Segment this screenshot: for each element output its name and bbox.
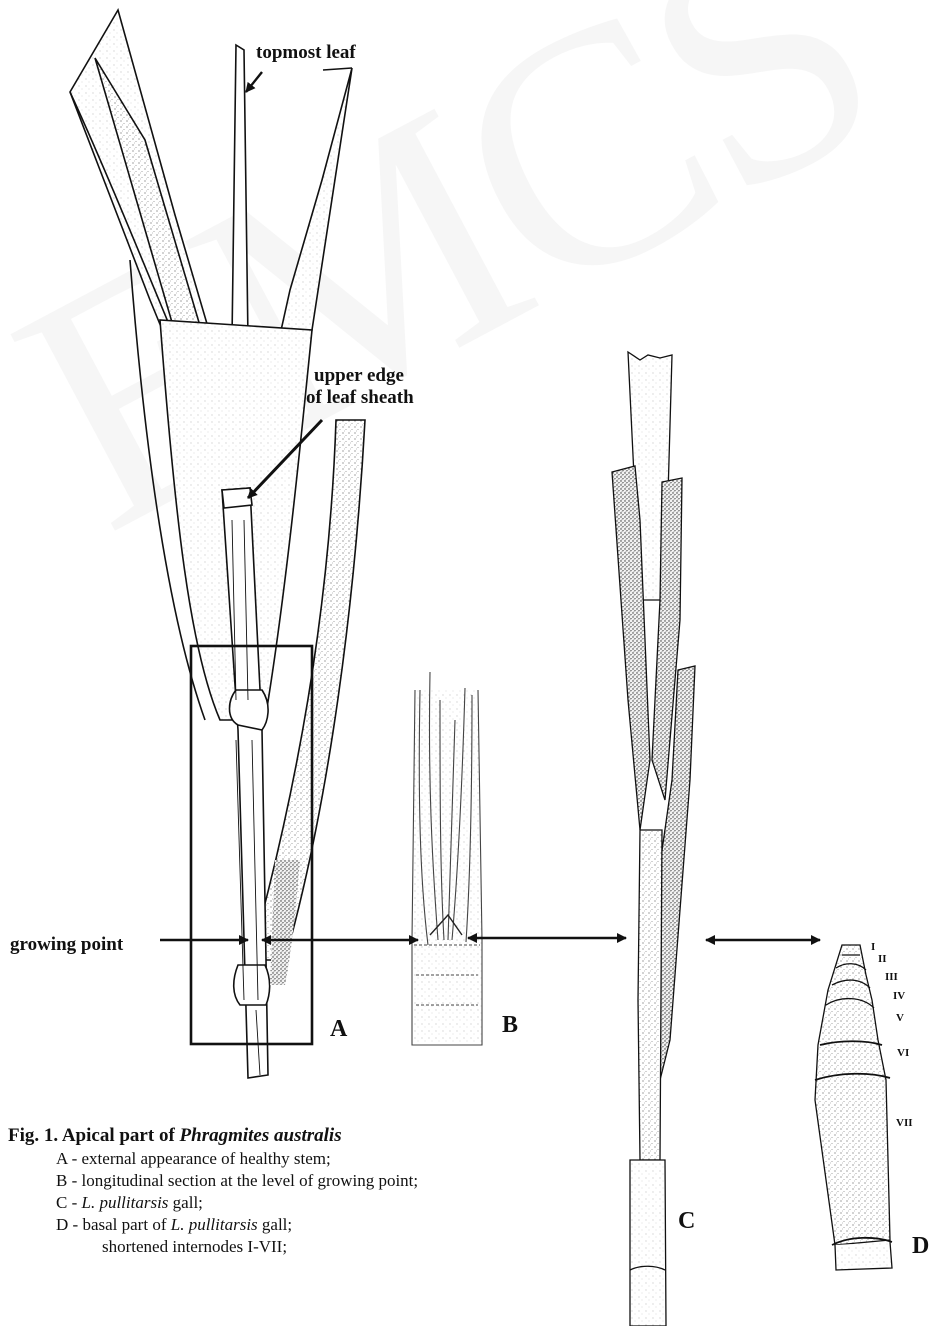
stem-node <box>230 690 269 730</box>
internode-label-iii: III <box>885 971 898 983</box>
internode-label-iv: IV <box>893 990 905 1002</box>
panel-d-drawing <box>815 945 892 1270</box>
panel-label-c: C <box>678 1208 695 1234</box>
label-growing-point: growing point <box>10 934 124 955</box>
caption-item-a: A - external appearance of healthy stem; <box>56 1148 608 1170</box>
gall-base <box>835 1242 892 1270</box>
panel-b-drawing <box>412 672 482 1045</box>
label-topmost-leaf: topmost leaf <box>256 42 356 63</box>
panel-c-drawing <box>612 352 695 1326</box>
figure-caption: Fig. 1. Apical part of Phragmites austra… <box>8 1124 608 1258</box>
internode-label-vii: VII <box>896 1117 913 1129</box>
panel-a-drawing <box>70 10 365 1078</box>
caption-title-prefix: Fig. 1. Apical part of <box>8 1125 180 1146</box>
internode-label-i: I <box>871 941 875 953</box>
internode-label-vi: VI <box>897 1047 909 1059</box>
caption-item-b: B - longitudinal section at the level of… <box>56 1170 608 1192</box>
leaf-tip <box>323 68 352 70</box>
stem-node <box>234 965 270 1005</box>
label-upper-edge: upper edge <box>314 365 404 386</box>
label-leaf-sheath: of leaf sheath <box>306 387 414 408</box>
caption-title-species: Phragmites australis <box>180 1125 342 1146</box>
topmost-leaf-arrow <box>246 72 262 92</box>
caption-item-d-continued: shortened internodes I-VII; <box>56 1236 608 1258</box>
caption-title: Fig. 1. Apical part of Phragmites austra… <box>8 1124 608 1148</box>
gall-stem <box>638 830 662 1160</box>
gall-basal <box>815 945 890 1245</box>
sheath-edge <box>222 488 252 508</box>
caption-item-d: D - basal part of L. pullitarsis gall; <box>56 1214 608 1236</box>
gall-base <box>630 1160 666 1326</box>
caption-item-c: C - L. pullitarsis gall; <box>56 1192 608 1214</box>
panel-label-a: A <box>330 1016 348 1042</box>
internode-label-ii: II <box>878 953 887 965</box>
caption-items: A - external appearance of healthy stem;… <box>8 1148 608 1258</box>
panel-label-d: D <box>912 1233 929 1259</box>
panel-label-b: B <box>502 1012 518 1038</box>
internode-label-v: V <box>896 1012 904 1024</box>
